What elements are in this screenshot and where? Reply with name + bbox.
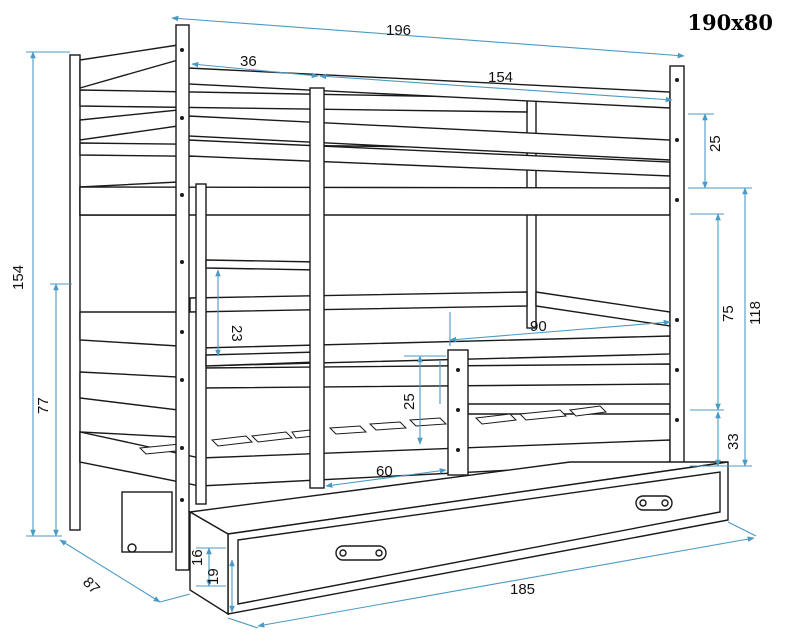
- label-drawer-length: 185: [510, 581, 535, 598]
- label-upper-rail-height: 25: [707, 135, 724, 152]
- label-drawer-front-height-a: 16: [189, 549, 206, 566]
- label-drawer-front-height-b: 19: [205, 568, 222, 585]
- lower-back-rail-2: [535, 291, 671, 327]
- front-right-post: [669, 65, 685, 467]
- lower-front-rail-2: [199, 363, 671, 389]
- guard-post: [447, 349, 469, 476]
- upper-bed-frame: [79, 186, 671, 216]
- label-total-height: 154: [10, 265, 27, 290]
- drawer-caster-box: [121, 491, 173, 553]
- label-depth: 87: [79, 574, 103, 598]
- label-lower-bed-height: 77: [35, 397, 52, 414]
- ladder-rail: [195, 183, 207, 505]
- label-total-length: 196: [386, 22, 411, 39]
- ladder-post: [309, 87, 325, 489]
- drawer-handle-icon-right: [635, 495, 673, 511]
- left-end-top-rail: [79, 44, 179, 89]
- lower-front-rail-3: [467, 403, 671, 415]
- bed-structure: [69, 24, 729, 616]
- front-left-post: [175, 24, 190, 571]
- drawer-caster-wheel: [127, 543, 137, 553]
- label-ladder-offset: 36: [240, 53, 257, 70]
- label-upper-bed-length: 154: [488, 69, 513, 86]
- lower-bed-slats: [138, 405, 608, 455]
- label-lower-guard-length: 60: [376, 463, 393, 480]
- left-end-lower-rail-2: [79, 371, 179, 411]
- drawer-handle-icon: [335, 545, 387, 561]
- label-upper-bed-height: 118: [747, 301, 764, 325]
- label-lower-rail-height: 25: [401, 393, 418, 410]
- left-end-upper-rail-1: [79, 109, 179, 141]
- lower-back-rail-1: [189, 291, 528, 313]
- label-ladder-step: 23: [228, 325, 245, 342]
- label-lower-rail-length: 90: [530, 318, 547, 335]
- label-drawer-gap: 33: [725, 433, 742, 450]
- dimension-lines: [26, 15, 757, 629]
- size-title: 190x80: [687, 10, 773, 35]
- ladder-step-upper: [205, 259, 319, 271]
- dimension-labels: 196 36 154 25 154 118 75 23 90 25 60 77 …: [10, 22, 764, 598]
- label-lower-frame-height: 75: [720, 305, 737, 322]
- post-bolts: [180, 48, 679, 502]
- rear-left-post: [69, 54, 81, 531]
- left-end-lower-rail-1: [79, 311, 179, 347]
